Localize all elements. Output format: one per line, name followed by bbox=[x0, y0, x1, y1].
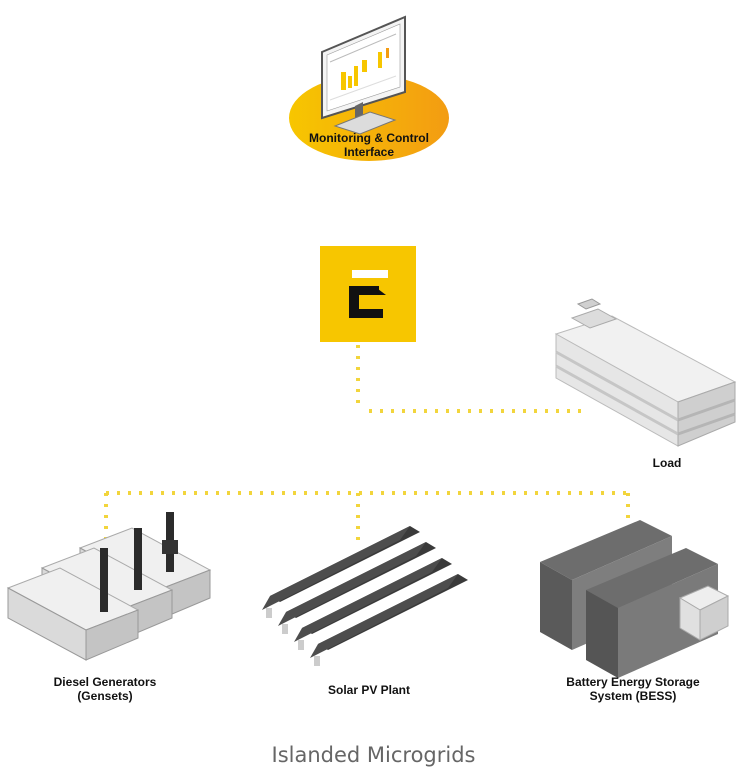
monitoring-node bbox=[289, 15, 449, 161]
monitor-icon bbox=[321, 15, 406, 135]
diesel-label: Diesel Generators (Gensets) bbox=[30, 675, 180, 703]
logo-e-icon bbox=[349, 270, 388, 318]
diesel-label-line2: (Gensets) bbox=[77, 689, 133, 703]
building-icon bbox=[554, 298, 737, 447]
controller-node bbox=[320, 246, 416, 342]
diesel-generator-icon bbox=[6, 512, 212, 661]
connection-lines bbox=[96, 160, 642, 545]
load-label-text: Load bbox=[652, 456, 682, 470]
diagram-caption: Islanded Microgrids bbox=[271, 743, 476, 767]
monitoring-label: Monitoring & Control Interface bbox=[300, 131, 438, 159]
solar-panel-icon bbox=[262, 526, 468, 666]
battery-label-line1: Battery Energy Storage bbox=[566, 675, 700, 689]
monitoring-label-line2: Interface bbox=[343, 145, 395, 159]
battery-label: Battery Energy Storage System (BESS) bbox=[548, 675, 718, 703]
diesel-label-line1: Diesel Generators bbox=[53, 675, 157, 689]
battery-storage-icon bbox=[540, 520, 730, 678]
solar-label: Solar PV Plant bbox=[300, 683, 438, 697]
monitoring-label-line1: Monitoring & Control bbox=[309, 131, 429, 145]
load-label: Load bbox=[640, 456, 694, 470]
battery-label-line2: System (BESS) bbox=[589, 689, 677, 703]
solar-label-text: Solar PV Plant bbox=[327, 683, 411, 697]
